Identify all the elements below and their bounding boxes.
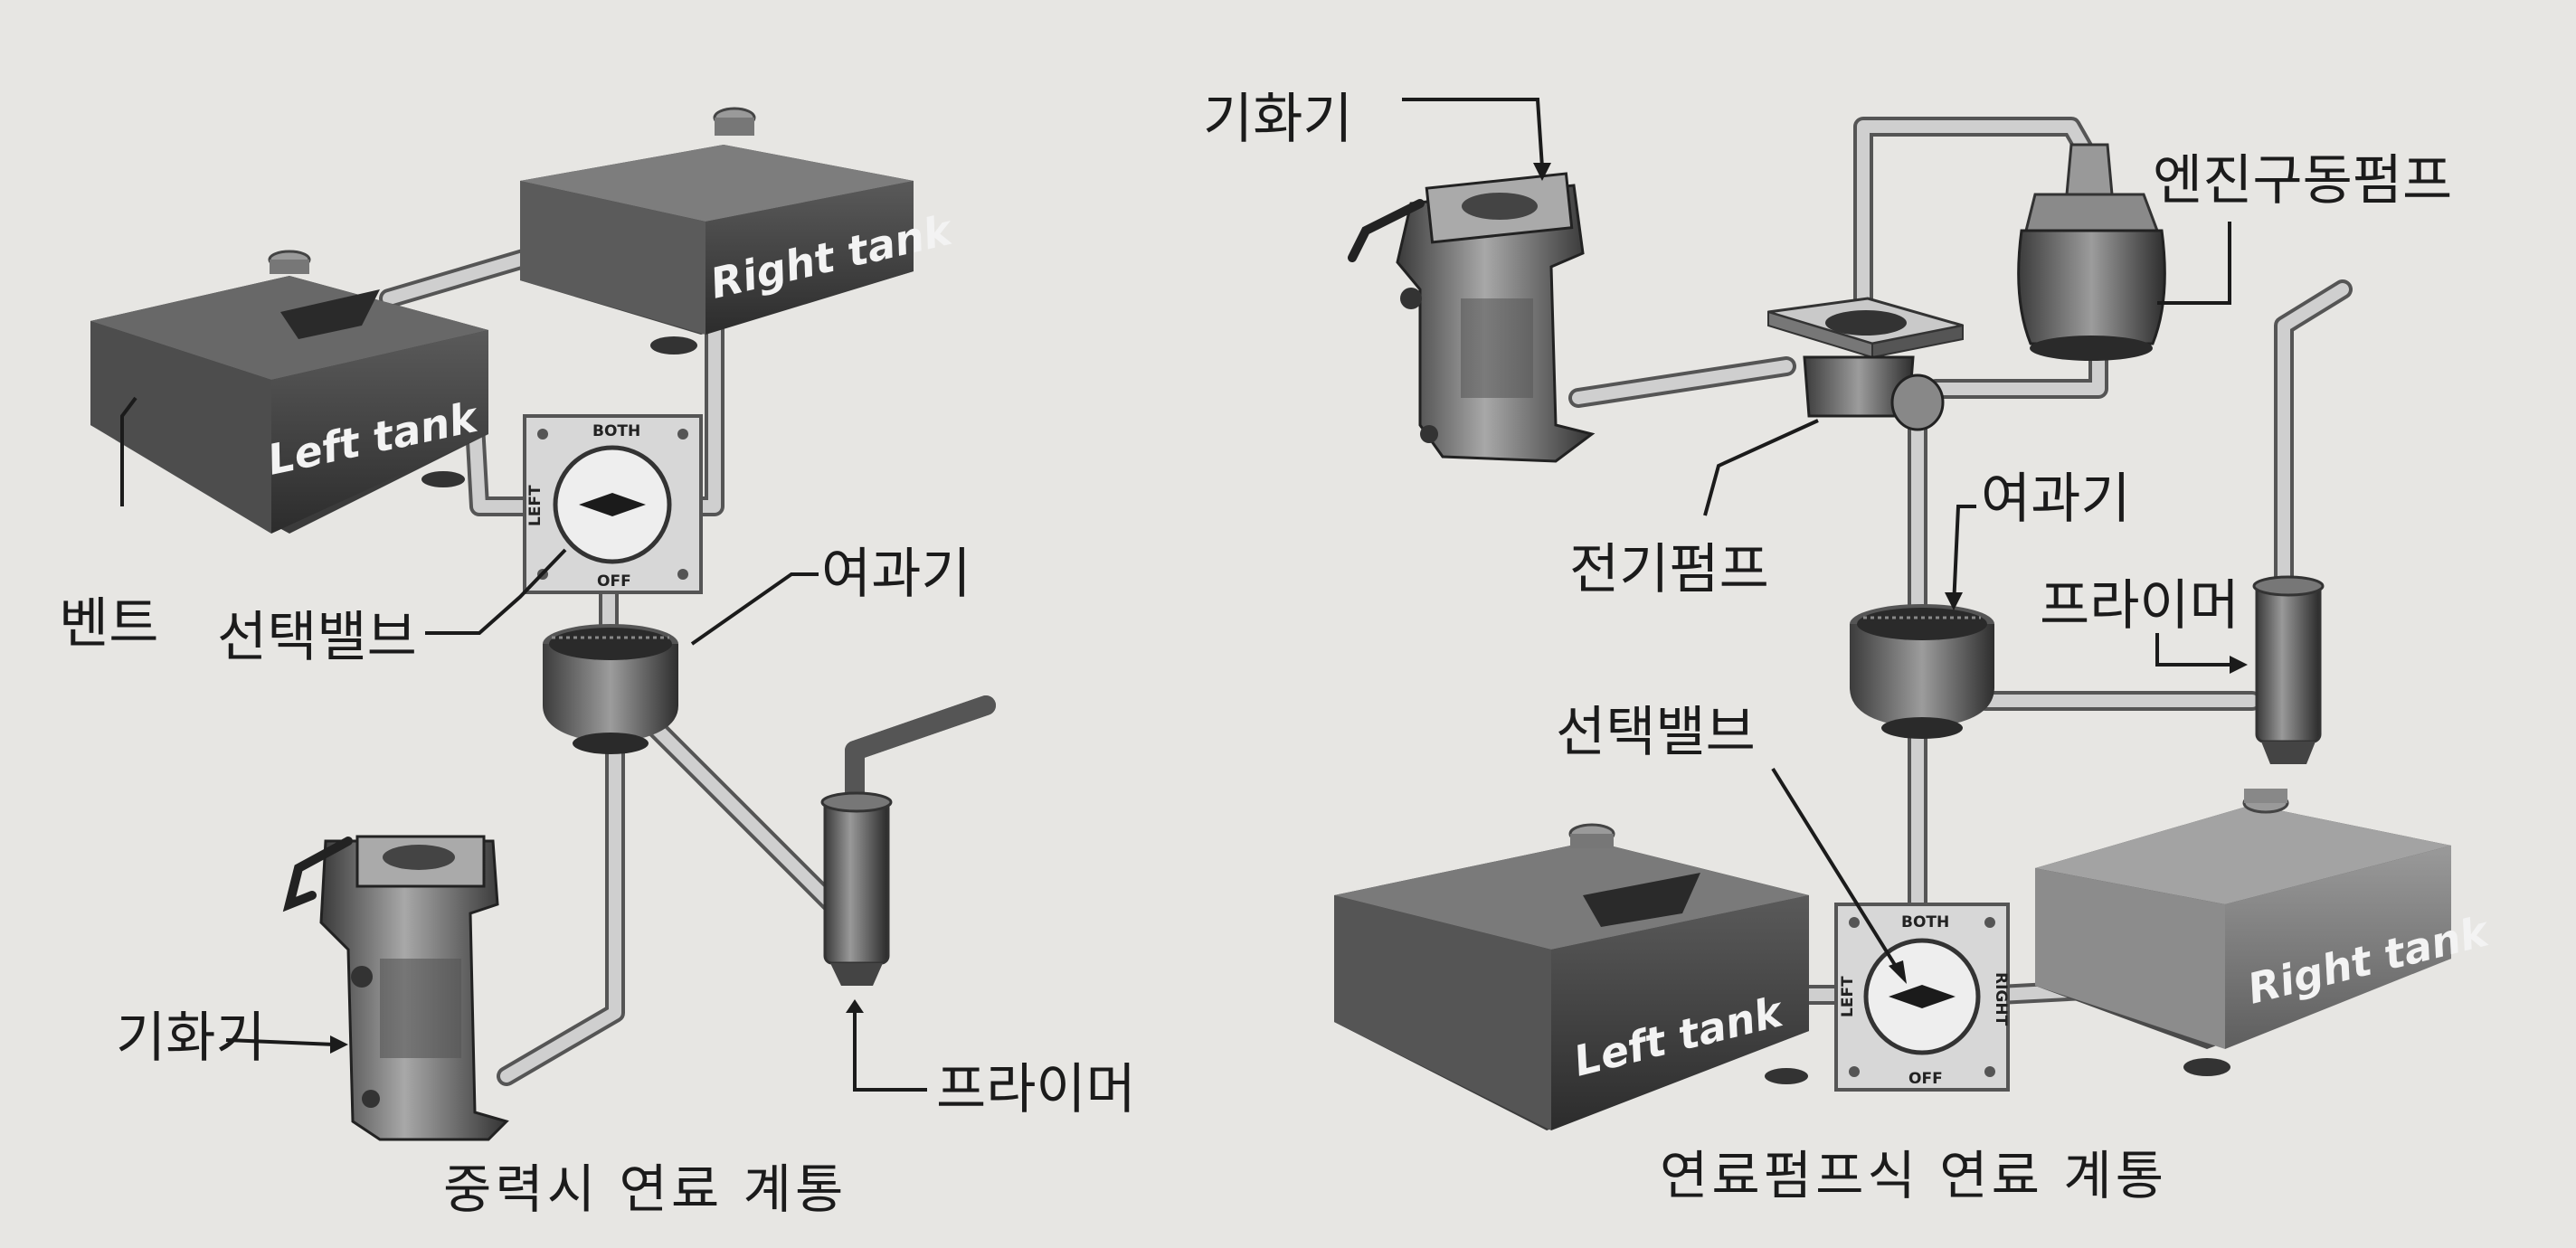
gravity-primer [820, 695, 996, 986]
pump-strainer-label: 여과기 [1981, 468, 2131, 531]
pump-selector-valve: BOTH LEFT RIGHT OFF [1834, 903, 2010, 1092]
gravity-strainer-label: 여과기 [821, 543, 971, 606]
gravity-right-tank: Right tank [520, 107, 958, 355]
gravity-caption: 중력시 연료 계통 [443, 1158, 847, 1220]
electric-pump-label: 전기펌프 [1569, 538, 1769, 601]
gravity-valve-leader [425, 548, 567, 635]
pump-caption: 연료펌프식 연료 계통 [1660, 1145, 2167, 1206]
engine-pump-leader [2157, 222, 2231, 305]
pump-strainer-leader [1952, 505, 1976, 607]
pump-primer-leader [2155, 633, 2234, 667]
electric-pump [1767, 297, 1964, 431]
gravity-valve-both: BOTH [592, 422, 640, 440]
gravity-valve-off: OFF [597, 572, 631, 591]
gravity-carburetor [282, 835, 509, 1141]
pump-carburetor-label: 기화기 [1203, 88, 1353, 151]
pump-valve-left: LEFT [1839, 976, 1857, 1017]
gravity-carburetor-label: 기화기 [116, 1007, 266, 1070]
pump-valve-both: BOTH [1901, 913, 1949, 931]
gravity-vent-label: 벤트 [59, 592, 158, 656]
engine-driven-pump [2017, 143, 2166, 361]
vent-tube-leader [120, 396, 137, 506]
gravity-strainer [543, 624, 678, 754]
gravity-primer-label: 프라이머 [936, 1058, 1136, 1121]
gravity-carb-leader [225, 1038, 336, 1046]
pump-selector-valve-label: 선택밸브 [1556, 701, 1756, 764]
pump-valve-leader [1771, 767, 1901, 974]
pump-primer-label: 프라이머 [2040, 574, 2240, 638]
pump-carburetor [1348, 172, 1596, 463]
engine-pump-label: 엔진구동펌프 [2153, 149, 2452, 213]
pump-valve-right: RIGHT [1992, 972, 2010, 1026]
pump-right-tank: Right tank [2035, 789, 2495, 1076]
gravity-valve-left: LEFT [526, 485, 545, 526]
pump-primer [2252, 575, 2325, 764]
gravity-primer-leader [853, 1004, 927, 1092]
pump-carb-leader [1402, 98, 1544, 168]
pump-fuel-system: 기화기 전기펌프 엔진구동펌프 [1203, 88, 2495, 1206]
electric-pump-leader [1703, 419, 1819, 516]
pump-left-tank: Left tank [1334, 823, 1809, 1130]
gravity-strainer-leader [690, 572, 819, 646]
pump-valve-off: OFF [1908, 1070, 1943, 1088]
gravity-selector-valve-label: 선택밸브 [217, 606, 417, 669]
gravity-fuel-system: Right tank Left tank 벤트 BOTH LEFT OFF [59, 107, 1136, 1220]
gravity-left-tank: Left tank [90, 250, 488, 534]
pump-strainer [1850, 604, 1994, 739]
